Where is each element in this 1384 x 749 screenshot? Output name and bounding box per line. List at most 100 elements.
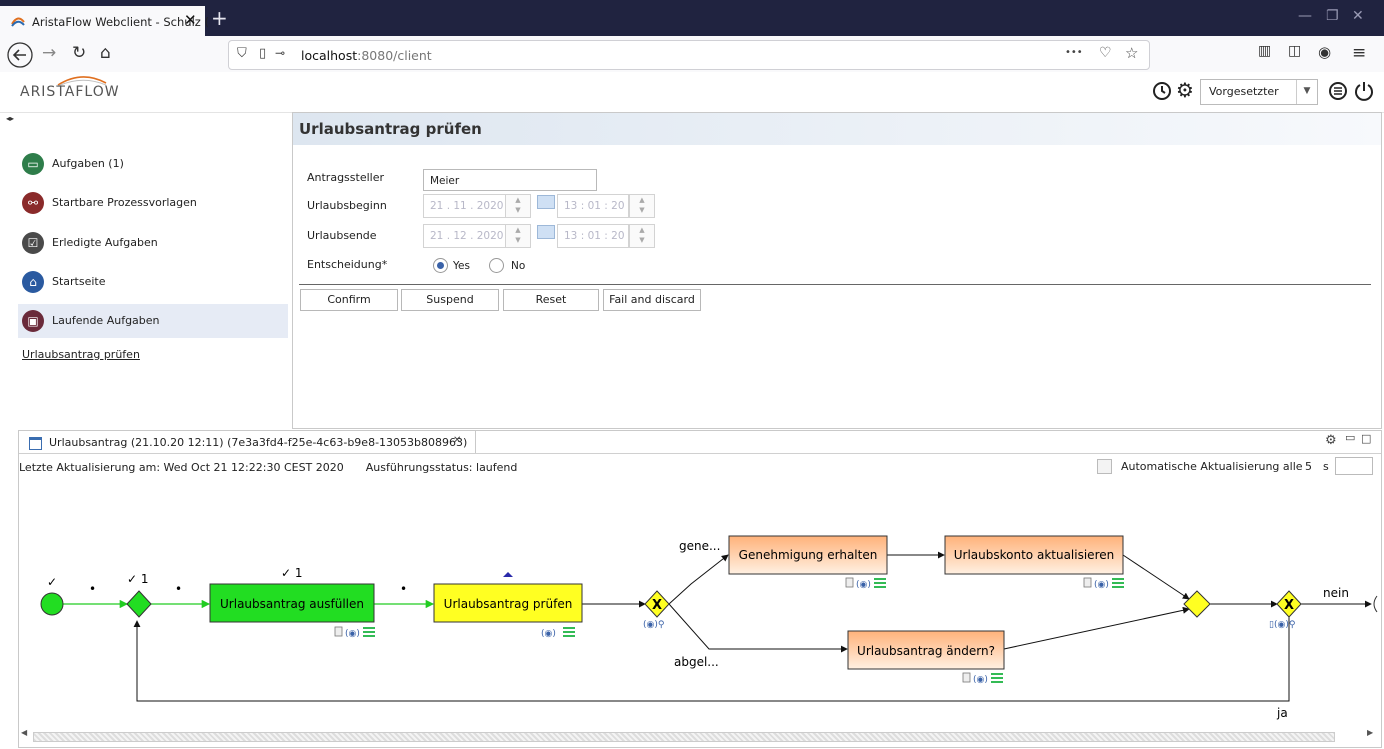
ende-time-field[interactable]: 13 : 01 : 20 xyxy=(557,224,629,248)
gateway-icons: (◉)⚲ xyxy=(643,620,665,630)
scrollbar-thumb[interactable] xyxy=(33,732,1335,742)
forward-icon[interactable]: → xyxy=(42,43,57,63)
xor-x-icon: X xyxy=(652,598,662,613)
sidebar-item-laufende-aufgaben[interactable]: ▣ Laufende Aufgaben xyxy=(18,304,288,338)
scroll-right-icon[interactable]: ▶ xyxy=(1367,728,1374,737)
form-title-bar: Urlaubsantrag prüfen xyxy=(293,113,1381,145)
svg-text:(◉): (◉) xyxy=(856,580,871,590)
history-clock-icon[interactable] xyxy=(1152,81,1172,101)
auto-refresh-checkbox[interactable] xyxy=(1097,459,1112,474)
account-icon[interactable]: ◉ xyxy=(1318,43,1332,61)
minimize-view-icon[interactable]: ▭ xyxy=(1345,431,1356,444)
edge-label-ja: ja xyxy=(1276,706,1288,720)
and-join-gateway[interactable] xyxy=(1183,590,1211,618)
new-tab-icon[interactable]: + xyxy=(211,6,228,30)
more-actions-icon[interactable]: ••• xyxy=(1065,47,1083,58)
edge-label-gene: gene... xyxy=(679,539,720,553)
scroll-left-icon[interactable]: ◀ xyxy=(21,728,28,737)
beginn-date-field[interactable]: 21 . 11 . 2020 xyxy=(423,194,507,218)
urlaubsende-label: Urlaubsende xyxy=(307,229,377,242)
checkbox-done-icon: ☑ xyxy=(22,232,44,254)
suspend-button[interactable]: Suspend xyxy=(401,289,499,311)
auto-refresh-interval-input[interactable] xyxy=(1335,457,1373,475)
fail-and-discard-button[interactable]: Fail and discard xyxy=(603,289,701,311)
browser-tab[interactable]: AristaFlow Webclient - Schulz ( ✕ xyxy=(0,6,209,36)
running-tasks-icon: ▣ xyxy=(22,310,44,332)
url-bar[interactable]: ⛉ ▯ ⊸ localhost:8080/client ••• ♡ ☆ xyxy=(228,40,1150,70)
sidebar-link-task[interactable]: Urlaubsantrag prüfen xyxy=(22,348,140,361)
process-graph-panel: Urlaubsantrag (21.10.20 12:11) (7e3a3fd4… xyxy=(18,430,1382,748)
aristaflow-logo: ARISTAFLOW xyxy=(20,84,120,100)
close-window-icon[interactable]: ✕ xyxy=(1352,8,1364,24)
confirm-button[interactable]: Confirm xyxy=(300,289,398,311)
node-genehmigung-erhalten[interactable] xyxy=(728,535,888,575)
node-urlaubsantrag-aendern[interactable] xyxy=(847,630,1005,670)
view-menu-icon[interactable]: ⚙ xyxy=(1325,433,1337,448)
role-select[interactable]: Vorgesetzter ▼ xyxy=(1200,79,1318,105)
node-label: Urlaubsantrag ändern? xyxy=(857,644,995,658)
calendar-icon[interactable] xyxy=(537,225,555,239)
sidebar-item-startbare-prozessvorlagen[interactable]: ⚯ Startbare Prozessvorlagen xyxy=(18,186,288,220)
beginn-date-spinner[interactable]: ▲▼ xyxy=(505,194,531,218)
edge-loop-back xyxy=(133,614,1290,702)
home-icon[interactable]: ⌂ xyxy=(100,43,111,63)
aristaflow-favicon-icon xyxy=(11,17,25,27)
collapse-sidebar-icon[interactable]: ◂▸ xyxy=(6,114,15,123)
edge-label-abgel: abgel... xyxy=(674,655,719,669)
list-menu-icon[interactable] xyxy=(1328,81,1348,101)
browser-nav-bar: → ↻ ⌂ ⛉ ▯ ⊸ localhost:8080/client ••• ♡ … xyxy=(0,36,1384,73)
library-icon[interactable]: ▥ xyxy=(1258,43,1272,59)
sidebar-item-startseite[interactable]: ⌂ Startseite xyxy=(18,265,288,299)
calendar-icon[interactable] xyxy=(537,195,555,209)
form-divider xyxy=(299,284,1371,285)
horizontal-scrollbar[interactable]: ◀ ▶ xyxy=(21,728,1375,742)
radio-yes-label: Yes xyxy=(453,260,470,272)
beginn-time-spinner[interactable]: ▲▼ xyxy=(629,194,655,218)
tracking-shield-icon[interactable]: ⛉ xyxy=(237,46,247,61)
pocket-icon[interactable]: ♡ xyxy=(1099,45,1112,61)
reset-button[interactable]: Reset xyxy=(503,289,599,311)
bookmark-star-icon[interactable]: ☆ xyxy=(1125,44,1139,62)
page-info-icon[interactable]: ▯ xyxy=(259,46,267,61)
reload-icon[interactable]: ↻ xyxy=(72,43,87,63)
sidebar-item-aufgaben[interactable]: ▭ Aufgaben (1) xyxy=(18,147,288,181)
xor-loop-gateway[interactable] xyxy=(1276,590,1302,618)
antragsteller-field[interactable]: Meier xyxy=(423,169,597,191)
edge-dot-2: • xyxy=(175,582,182,596)
xor-x-icon: X xyxy=(1284,598,1294,613)
node-urlaubskonto-aktualisieren[interactable] xyxy=(944,535,1124,575)
home-icon: ⌂ xyxy=(22,271,44,293)
ende-time-spinner[interactable]: ▲▼ xyxy=(629,224,655,248)
menu-icon[interactable]: ≡ xyxy=(1352,43,1367,63)
close-tab-icon[interactable]: ✕ xyxy=(453,435,462,446)
maximize-view-icon[interactable]: □ xyxy=(1361,432,1372,445)
radio-no[interactable] xyxy=(489,258,504,273)
antragsteller-label: Antragssteller xyxy=(307,171,384,184)
edge-aendern-to-and xyxy=(1003,606,1190,650)
node-icons: (◉) xyxy=(1083,577,1124,590)
sidebar-item-erledigte-aufgaben[interactable]: ☑ Erledigte Aufgaben xyxy=(18,226,288,260)
process-tab[interactable]: Urlaubsantrag (21.10.20 12:11) (7e3a3fd4… xyxy=(19,431,476,453)
minimize-icon[interactable]: — xyxy=(1298,8,1312,24)
radio-yes[interactable] xyxy=(433,258,448,273)
close-tab-icon[interactable]: ✕ xyxy=(184,11,197,29)
url-text: localhost:8080/client xyxy=(301,48,432,63)
browser-tab-bar: AristaFlow Webclient - Schulz ( ✕ + — ❐ … xyxy=(0,0,1384,36)
join-gateway[interactable] xyxy=(126,590,152,618)
power-logout-icon[interactable] xyxy=(1353,80,1375,102)
node-icons: (◉) xyxy=(541,627,575,639)
sidebar-toggle-icon[interactable]: ◫ xyxy=(1288,43,1302,59)
ende-date-spinner[interactable]: ▲▼ xyxy=(505,224,531,248)
ende-date-field[interactable]: 21 . 12 . 2020 xyxy=(423,224,507,248)
node-icons: (◉) xyxy=(334,626,375,639)
urlaubsbeginn-label: Urlaubsbeginn xyxy=(307,199,387,212)
node-urlaubsantrag-pruefen[interactable] xyxy=(433,583,583,623)
back-icon[interactable] xyxy=(6,41,34,69)
start-node[interactable] xyxy=(40,592,64,616)
settings-gear-icon[interactable]: ⚙ xyxy=(1176,78,1194,102)
xor-split-gateway[interactable] xyxy=(644,590,670,618)
beginn-time-field[interactable]: 13 : 01 : 20 xyxy=(557,194,629,218)
node-urlaubsantrag-ausfuellen[interactable] xyxy=(209,583,375,623)
app-header: ARISTAFLOW ⚙ Vorgesetzter ▼ xyxy=(0,72,1384,113)
restore-icon[interactable]: ❐ xyxy=(1326,8,1339,24)
